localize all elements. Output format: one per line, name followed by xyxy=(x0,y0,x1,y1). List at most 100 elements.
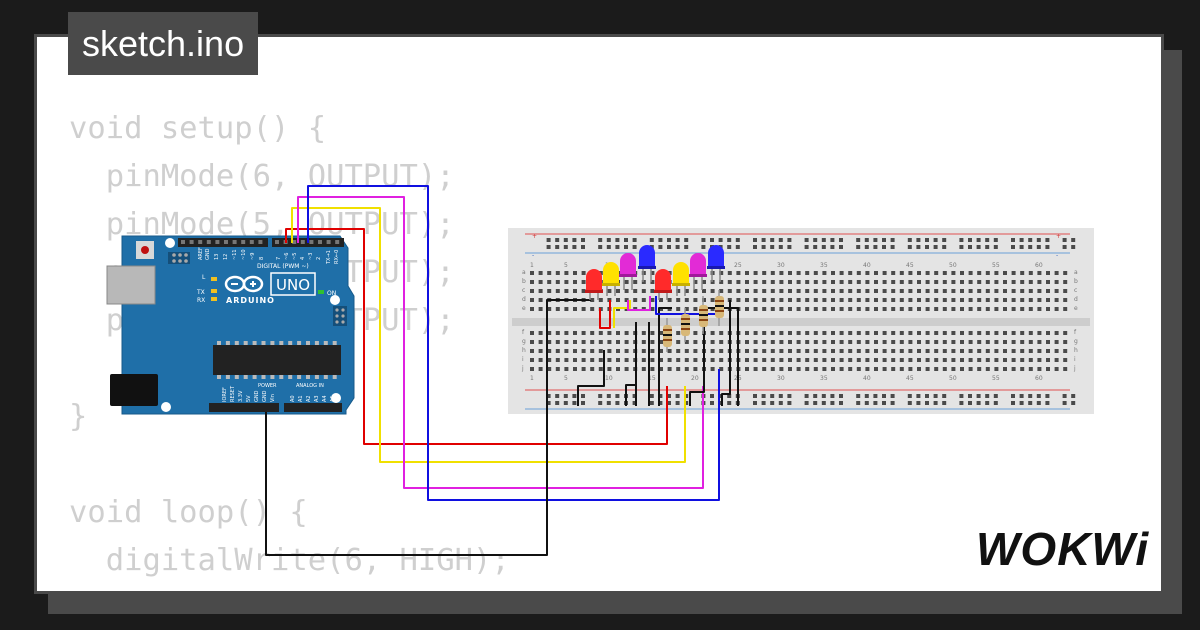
column-number: 25 xyxy=(734,262,742,269)
power-label: POWER xyxy=(258,383,277,389)
resistor xyxy=(663,318,672,352)
pin-label: A3 xyxy=(314,395,320,402)
pin-label: RX←0 xyxy=(334,250,340,264)
on-label: ON xyxy=(327,290,336,297)
row-letter: f xyxy=(1074,329,1077,336)
pin-label: 13 xyxy=(214,254,220,260)
digital-label: DIGITAL (PWM ~) xyxy=(257,263,309,270)
column-number: 30 xyxy=(777,375,785,382)
row-letter: d xyxy=(522,296,526,303)
rx-label: RX xyxy=(197,297,205,304)
pin-label: 5V xyxy=(246,395,252,402)
pin-label: 12 xyxy=(223,254,229,260)
row-letter: h xyxy=(522,347,526,354)
pin-label: ~3 xyxy=(308,253,314,260)
digital-header xyxy=(178,238,268,247)
column-number: 45 xyxy=(906,262,914,269)
column-number: 50 xyxy=(949,262,957,269)
column-number: 60 xyxy=(1035,262,1043,269)
tx-label: TX xyxy=(196,289,205,296)
pin-label: ~5 xyxy=(292,253,298,260)
pin-label: RESET xyxy=(230,385,236,402)
rail-minus: - xyxy=(532,252,534,259)
row-letter: b xyxy=(522,278,526,285)
usb-connector xyxy=(106,265,156,305)
led-blue xyxy=(707,245,725,282)
pin-label: ~10 xyxy=(241,249,247,260)
row-letter: a xyxy=(522,269,526,276)
code-line: void setup() { xyxy=(69,111,327,146)
row-letter: e xyxy=(1074,305,1078,312)
wire-magenta xyxy=(297,196,704,489)
power-header xyxy=(209,403,279,412)
resistor xyxy=(699,296,708,334)
led-red xyxy=(654,269,672,300)
column-number: 55 xyxy=(992,375,1000,382)
analog-label: ANALOG IN xyxy=(296,383,324,389)
analog-header xyxy=(284,403,342,412)
row-letter: d xyxy=(1074,296,1078,303)
breadboard: 1 5 10 15 20 25 30 35 40 45 50 55 60 1 5… xyxy=(508,228,1094,414)
column-number: 10 xyxy=(605,375,613,382)
arduino-board: AREF GND 13 12 ~11 ~10 ~9 8 7 ~6 ~5 4 ~3… xyxy=(106,235,355,415)
row-letter: e xyxy=(522,305,526,312)
row-letter: g xyxy=(522,338,526,345)
wire-red xyxy=(285,228,668,445)
pin-label: ~6 xyxy=(284,253,290,260)
column-number: 50 xyxy=(949,375,957,382)
column-number: 20 xyxy=(691,375,699,382)
row-letter: a xyxy=(1074,269,1078,276)
wokwi-logo: WOKWi xyxy=(976,523,1150,575)
pin-label: GND xyxy=(205,248,211,260)
column-number: 55 xyxy=(992,262,1000,269)
pin-label: A0 xyxy=(290,395,296,402)
column-number: 30 xyxy=(777,262,785,269)
column-number: 35 xyxy=(820,375,828,382)
resistor xyxy=(681,308,690,342)
rail-plus: + xyxy=(532,233,537,240)
pin-label: A2 xyxy=(306,395,312,402)
row-letter: g xyxy=(1074,338,1078,345)
rail-plus: + xyxy=(1056,233,1061,240)
column-number: 35 xyxy=(820,262,828,269)
pin-label: A1 xyxy=(298,395,304,402)
row-letter: h xyxy=(1074,347,1078,354)
pin-label: 8 xyxy=(259,257,265,260)
wire-black xyxy=(265,299,591,556)
wire-red xyxy=(599,300,611,329)
code-line: pinMode(6, OUTPUT); xyxy=(69,159,455,194)
led-magenta xyxy=(689,253,707,290)
pin-label: GND xyxy=(254,390,260,402)
column-number: 45 xyxy=(906,375,914,382)
led-yellow xyxy=(602,262,620,296)
column-number: 40 xyxy=(863,375,871,382)
resistors xyxy=(663,290,724,352)
led-yellow xyxy=(672,262,690,296)
wire-yellow xyxy=(291,207,686,463)
led-blue xyxy=(638,245,656,282)
column-number: 5 xyxy=(564,262,568,269)
row-letter: c xyxy=(522,287,525,294)
code-line: void loop() { xyxy=(69,495,308,530)
icsp-header xyxy=(333,306,347,326)
board-model: UNO xyxy=(276,276,310,294)
pin-label: IOREF xyxy=(222,387,228,402)
column-number: 40 xyxy=(863,262,871,269)
wire-blue xyxy=(307,185,720,501)
row-letter: b xyxy=(1074,278,1078,285)
wire-black xyxy=(689,307,739,406)
pin-label: Vin xyxy=(270,394,276,402)
row-letter: j xyxy=(521,365,524,372)
resistor xyxy=(715,290,724,326)
pin-label: A5 xyxy=(330,395,336,402)
wire-black xyxy=(658,307,672,406)
wire-black xyxy=(721,300,731,406)
leds xyxy=(585,245,725,300)
column-number: 5 xyxy=(564,375,568,382)
file-tab[interactable]: sketch.ino xyxy=(68,12,259,75)
column-number: 1 xyxy=(530,375,534,382)
wire-magenta xyxy=(627,296,651,311)
power-jack xyxy=(110,374,158,406)
pin-label: TX→1 xyxy=(326,250,332,265)
